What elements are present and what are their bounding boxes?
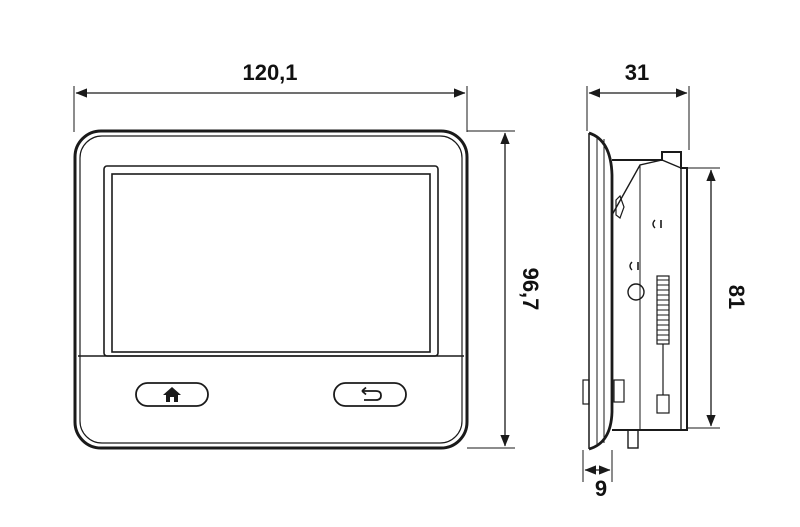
- side-height-label: 81: [724, 285, 749, 309]
- front-width-label: 120,1: [242, 60, 297, 85]
- side-view: [582, 131, 688, 451]
- front-view: [73, 129, 469, 450]
- front-height-label: 96,7: [518, 268, 543, 311]
- side-spring-element: [656, 275, 670, 414]
- front-height-dimension: 96,7: [467, 130, 543, 449]
- home-icon: [163, 387, 181, 402]
- back-button[interactable]: [333, 382, 407, 407]
- front-width-dimension: 120,1: [73, 60, 468, 132]
- display-screen: [111, 173, 431, 353]
- back-arrow-icon: [361, 386, 382, 401]
- screen-bezel: [103, 165, 439, 357]
- device-outer-frame: [73, 129, 469, 450]
- side-base-label: 9: [595, 476, 607, 501]
- side-bottom-pin: [627, 429, 639, 449]
- device-inner-bevel: [79, 135, 463, 444]
- side-depth-label: 31: [625, 60, 649, 85]
- mounting-hole: [627, 283, 645, 301]
- side-front-plate: [588, 131, 614, 451]
- side-terminal-marks: [629, 219, 662, 271]
- side-height-dimension: 81: [687, 167, 749, 429]
- side-base-dimension: 9: [582, 450, 613, 501]
- home-button[interactable]: [135, 382, 209, 407]
- side-depth-dimension: 31: [586, 60, 690, 150]
